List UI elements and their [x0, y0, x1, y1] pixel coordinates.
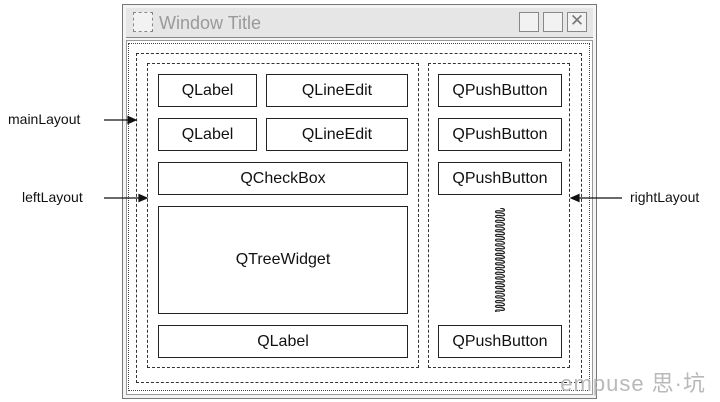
window-icon	[133, 12, 153, 32]
minimize-icon[interactable]	[519, 12, 539, 32]
window-title: Window Title	[159, 13, 262, 33]
maximize-icon[interactable]	[543, 12, 563, 32]
qpushbutton-4[interactable]: QPushButton	[438, 325, 562, 358]
left-layout-box	[147, 63, 419, 368]
qcheckbox-widget[interactable]: QCheckBox	[158, 162, 408, 195]
qpushbutton-2[interactable]: QPushButton	[438, 118, 562, 151]
right-layout-label: rightLayout	[630, 189, 700, 205]
qlabel-widget-1: QLabel	[158, 74, 257, 107]
right-layout-box	[428, 63, 570, 368]
main-layout-box	[136, 53, 582, 383]
window-content-boundary	[128, 43, 590, 391]
qlineedit-widget-1[interactable]: QLineEdit	[266, 74, 408, 107]
watermark-text: empuse 思·坑	[560, 371, 706, 396]
qtreewidget-widget[interactable]: QTreeWidget	[158, 206, 408, 314]
title-bar[interactable]	[126, 8, 593, 38]
qpushbutton-1[interactable]: QPushButton	[438, 74, 562, 107]
qpushbutton-3[interactable]: QPushButton	[438, 162, 562, 195]
qlineedit-widget-2[interactable]: QLineEdit	[266, 118, 408, 151]
vertical-spacer-spring-icon	[494, 208, 506, 312]
close-icon[interactable]: ✕	[567, 12, 587, 32]
main-layout-label: mainLayout	[8, 111, 81, 127]
qlabel-widget-2: QLabel	[158, 118, 257, 151]
left-layout-label: leftLayout	[22, 189, 83, 205]
qlabel-widget-bottom: QLabel	[158, 325, 408, 358]
